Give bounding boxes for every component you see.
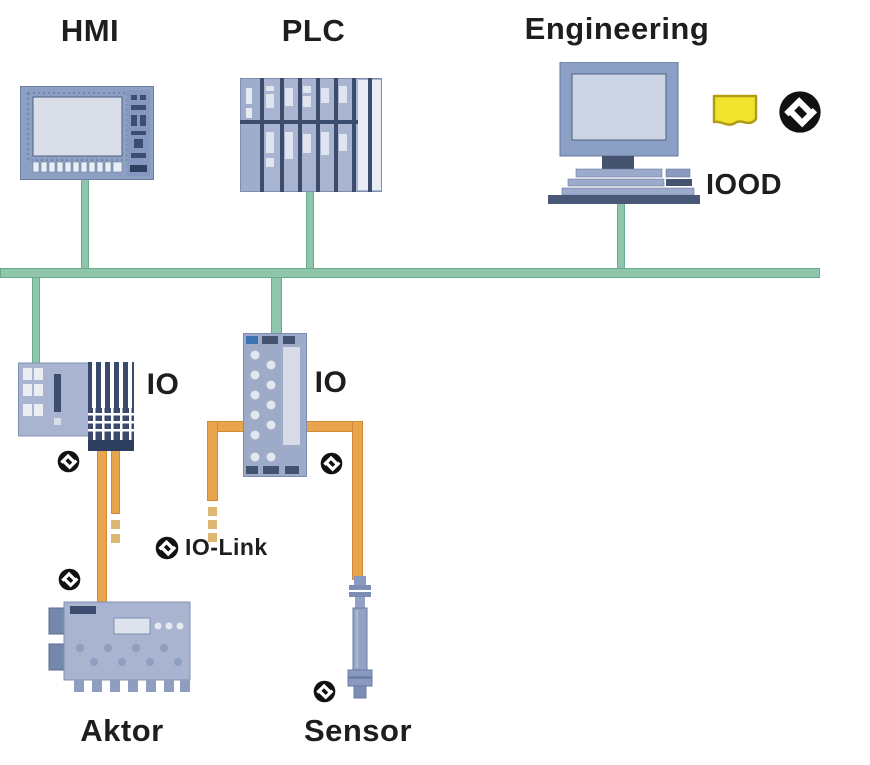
cable-dash [111, 534, 120, 543]
io-link-cable-left-branch [207, 421, 248, 432]
network-bus [0, 268, 820, 278]
io-link-logo-icon [320, 452, 343, 475]
bus-drop-io-mid [271, 272, 282, 336]
io-link-cable-left-drop [207, 421, 218, 501]
plc-device [240, 78, 382, 192]
io-left-label: IO [146, 368, 180, 401]
iodd-document-icon [712, 94, 758, 126]
io-link-logo-icon [58, 568, 81, 591]
hmi-label: HMI [60, 13, 120, 48]
io-link-label: IO-Link [185, 534, 268, 560]
io-link-cable-stub [111, 448, 120, 514]
bus-drop-plc [306, 190, 314, 272]
aktor-device [48, 601, 191, 692]
bus-drop-hmi [81, 176, 89, 272]
io-link-logo-icon [155, 535, 179, 560]
plc-label: PLC [281, 13, 346, 48]
io-link-caption: IO-Link [155, 534, 268, 560]
io-module-mid [243, 333, 307, 477]
aktor-label: Aktor [80, 713, 164, 748]
io-link-cable-sensor [352, 421, 363, 580]
bus-drop-engineering [617, 200, 625, 272]
engineering-label: Engineering [524, 11, 710, 46]
engineering-pc [548, 62, 700, 204]
sensor-label: Sensor [303, 713, 413, 748]
io-right-label: IO [314, 366, 348, 399]
io-module-left [18, 362, 134, 451]
io-link-logo-icon [57, 450, 80, 473]
cable-dash [208, 507, 217, 516]
hmi-device [20, 86, 154, 180]
io-link-cable-aktor [97, 448, 107, 608]
sensor-device [347, 576, 373, 699]
cable-dash [208, 533, 217, 542]
iodd-label: IOOD [706, 169, 783, 201]
io-link-cable-right-branch [305, 421, 363, 432]
cable-dash [208, 520, 217, 529]
bus-drop-io-left [32, 272, 40, 366]
cable-dash [111, 520, 120, 529]
io-link-logo-icon [778, 90, 822, 134]
io-link-logo-icon [313, 680, 336, 703]
